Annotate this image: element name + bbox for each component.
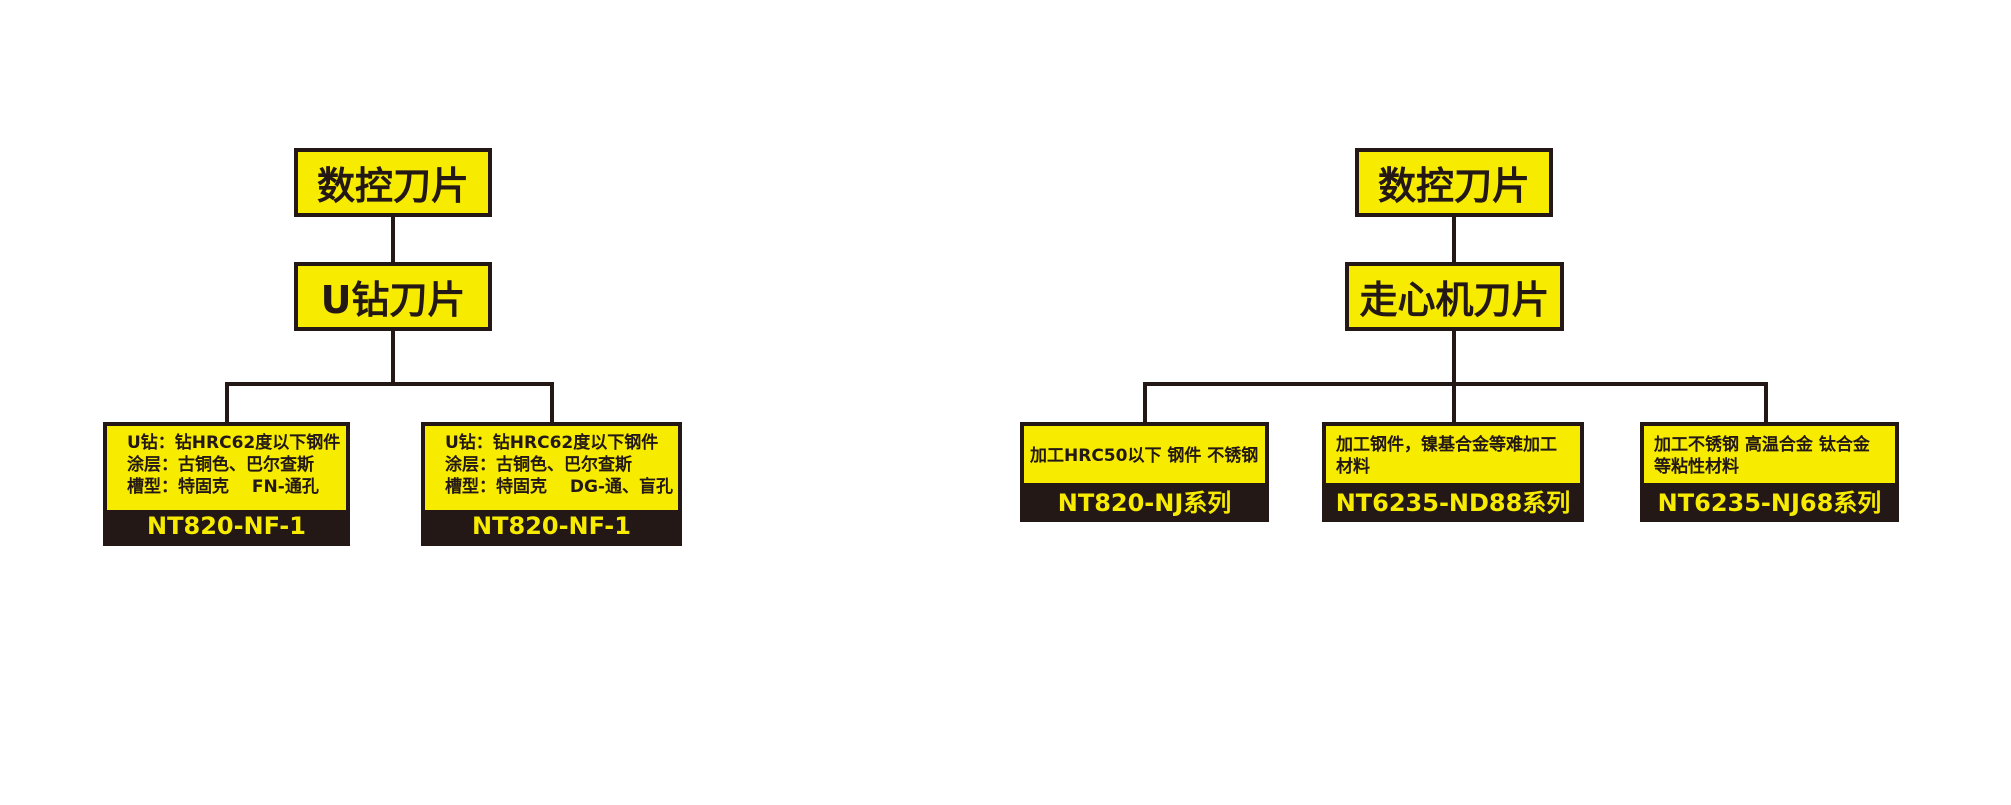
right-root-label: 数控刀片 bbox=[1377, 164, 1530, 208]
left-connector-drop-2 bbox=[550, 382, 554, 424]
right-card-2: 加工钢件，镍基合金等难加工 材料 NT6235-ND88系列 bbox=[1322, 422, 1584, 522]
right-card-2-line-2: 材料 bbox=[1336, 456, 1370, 477]
left-card-2-description: U钻：钻HRC62度以下钢件 涂层：古铜色、巴尔查斯 槽型：特固克 DG-通、盲… bbox=[425, 426, 678, 510]
left-card-1-line-2: 涂层：古铜色、巴尔查斯 bbox=[127, 455, 314, 475]
right-connector-drop-3 bbox=[1764, 382, 1768, 424]
left-category-node: U钻刀片 bbox=[294, 262, 492, 331]
left-card-1-line-1: U钻：钻HRC62度以下钢件 bbox=[127, 433, 341, 453]
right-card-3-line-1: 加工不锈钢 高温合金 钛合金 bbox=[1654, 434, 1870, 455]
left-card-2: U钻：钻HRC62度以下钢件 涂层：古铜色、巴尔查斯 槽型：特固克 DG-通、盲… bbox=[421, 422, 682, 546]
left-connector-drop-1 bbox=[225, 382, 229, 424]
right-card-1: 加工HRC50以下 钢件 不锈钢 NT820-NJ系列 bbox=[1020, 422, 1269, 522]
right-category-label: 走心机刀片 bbox=[1359, 278, 1550, 322]
left-root-label: 数控刀片 bbox=[316, 164, 469, 208]
left-card-2-title: NT820-NF-1 bbox=[472, 512, 631, 540]
right-connector-root-category bbox=[1452, 217, 1456, 264]
left-category-label: U钻刀片 bbox=[320, 278, 466, 322]
right-card-2-title: NT6235-ND88系列 bbox=[1335, 489, 1571, 517]
left-card-1-line-3: 槽型：特固克 FN-通孔 bbox=[127, 477, 319, 497]
left-connector-horizontal bbox=[225, 382, 554, 386]
right-card-3-description: 加工不锈钢 高温合金 钛合金 等粘性材料 bbox=[1644, 426, 1895, 483]
right-card-3: 加工不锈钢 高温合金 钛合金 等粘性材料 NT6235-NJ68系列 bbox=[1640, 422, 1899, 522]
left-card-2-line-3: 槽型：特固克 DG-通、盲孔 bbox=[445, 477, 674, 497]
left-card-1: U钻：钻HRC62度以下钢件 涂层：古铜色、巴尔查斯 槽型：特固克 FN-通孔 … bbox=[103, 422, 350, 546]
right-card-1-line-1: 加工HRC50以下 钢件 不锈钢 bbox=[1030, 445, 1259, 466]
right-card-3-line-2: 等粘性材料 bbox=[1654, 456, 1739, 477]
left-card-1-description: U钻：钻HRC62度以下钢件 涂层：古铜色、巴尔查斯 槽型：特固克 FN-通孔 bbox=[107, 426, 346, 510]
left-card-2-line-2: 涂层：古铜色、巴尔查斯 bbox=[445, 455, 632, 475]
right-card-3-title: NT6235-NJ68系列 bbox=[1657, 489, 1882, 517]
left-root-node: 数控刀片 bbox=[294, 148, 492, 217]
left-connector-root-category bbox=[391, 217, 395, 264]
right-card-1-description: 加工HRC50以下 钢件 不锈钢 bbox=[1024, 426, 1265, 483]
right-connector-category-stem bbox=[1452, 331, 1456, 424]
left-card-2-line-1: U钻：钻HRC62度以下钢件 bbox=[445, 433, 659, 453]
right-connector-horizontal bbox=[1143, 382, 1768, 386]
right-root-node: 数控刀片 bbox=[1355, 148, 1553, 217]
left-connector-category-stem bbox=[391, 331, 395, 384]
right-card-2-description: 加工钢件，镍基合金等难加工 材料 bbox=[1326, 426, 1580, 483]
right-card-1-title: NT820-NJ系列 bbox=[1057, 489, 1232, 517]
left-card-1-title: NT820-NF-1 bbox=[147, 512, 306, 540]
right-card-2-line-1: 加工钢件，镍基合金等难加工 bbox=[1336, 434, 1557, 455]
right-category-node: 走心机刀片 bbox=[1345, 262, 1564, 331]
right-connector-drop-1 bbox=[1143, 382, 1147, 424]
